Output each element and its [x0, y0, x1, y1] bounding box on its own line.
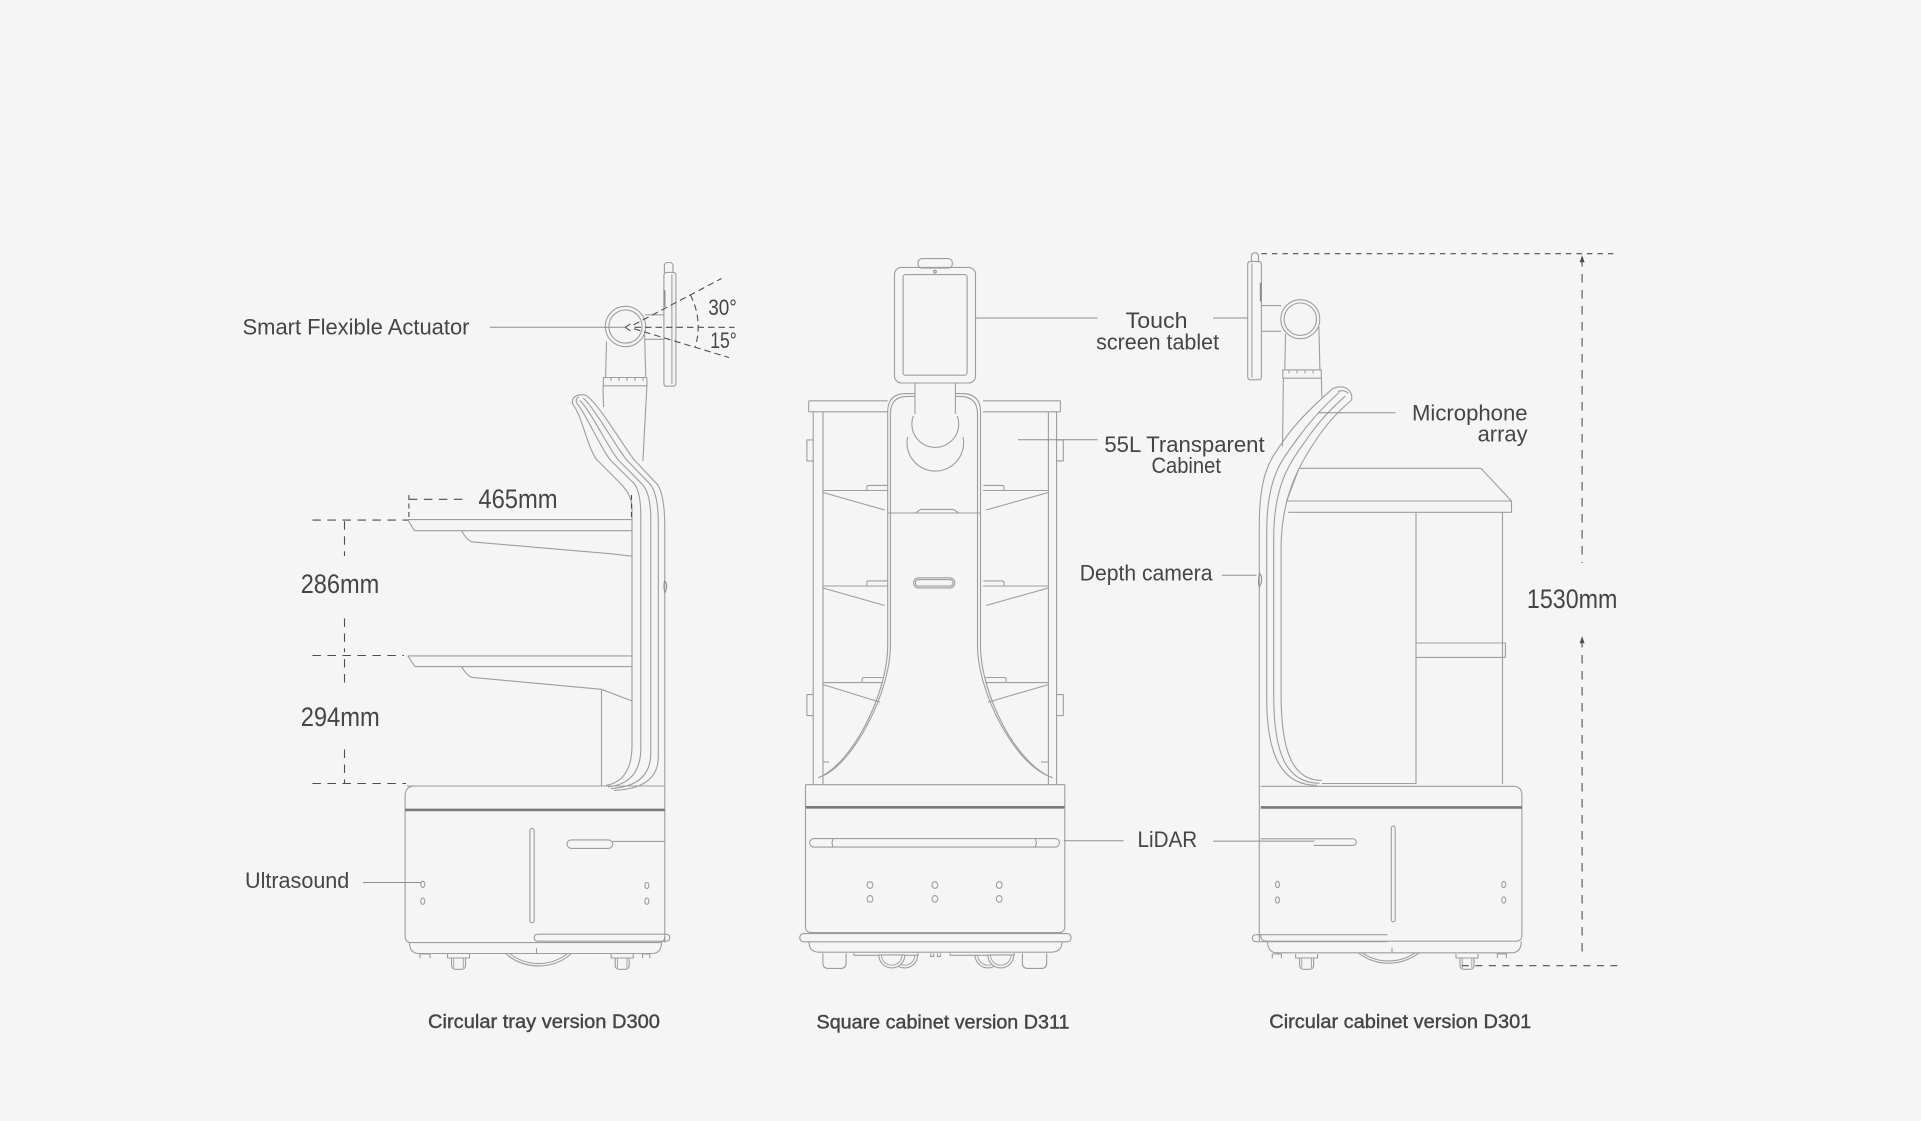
svg-text:294mm: 294mm — [301, 702, 380, 732]
svg-text:55L Transparent: 55L Transparent — [1104, 432, 1265, 457]
svg-text:Microphone: Microphone — [1412, 401, 1528, 426]
svg-text:Touch: Touch — [1126, 308, 1188, 333]
svg-text:Circular tray version D300: Circular tray version D300 — [428, 1012, 660, 1033]
svg-text:15°: 15° — [710, 328, 737, 353]
svg-text:1530mm: 1530mm — [1527, 584, 1618, 614]
svg-text:screen tablet: screen tablet — [1096, 329, 1220, 354]
svg-text:Ultrasound: Ultrasound — [245, 868, 349, 893]
svg-text:30°: 30° — [708, 295, 737, 320]
svg-text:Circular cabinet version D301: Circular cabinet version D301 — [1269, 1012, 1531, 1033]
svg-text:Square cabinet version D311: Square cabinet version D311 — [817, 1013, 1070, 1034]
svg-text:Cabinet: Cabinet — [1151, 453, 1221, 478]
svg-text:465mm: 465mm — [478, 484, 557, 514]
svg-text:array: array — [1478, 422, 1529, 447]
svg-text:Depth camera: Depth camera — [1080, 561, 1213, 586]
svg-text:Smart Flexible Actuator: Smart Flexible Actuator — [243, 314, 470, 339]
svg-text:LiDAR: LiDAR — [1138, 827, 1198, 852]
svg-text:286mm: 286mm — [301, 569, 380, 599]
